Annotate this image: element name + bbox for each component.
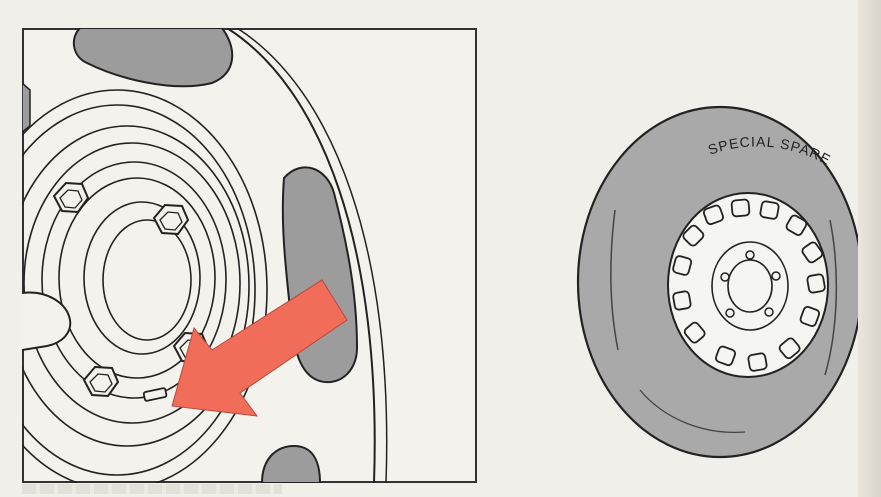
caption-strip xyxy=(22,484,282,494)
wheel-nut-top-right xyxy=(154,205,188,234)
wheel-hub-rings xyxy=(22,90,267,483)
wheel-balance-slot xyxy=(143,388,166,401)
page-edge xyxy=(858,0,881,497)
wheel-vent-slot-bottom xyxy=(262,446,320,483)
wheel-closeup-illustration xyxy=(22,28,477,483)
spare-wheel-illustration: SPECIAL SPARE xyxy=(570,100,870,470)
wheel-vent-slot-top xyxy=(74,28,232,86)
wheel-brace-shaft xyxy=(22,293,70,350)
wheel-nut-top-left xyxy=(54,183,88,212)
wheel-vent-slot-left xyxy=(22,83,30,132)
wheel-nut-bottom-left xyxy=(84,367,118,396)
